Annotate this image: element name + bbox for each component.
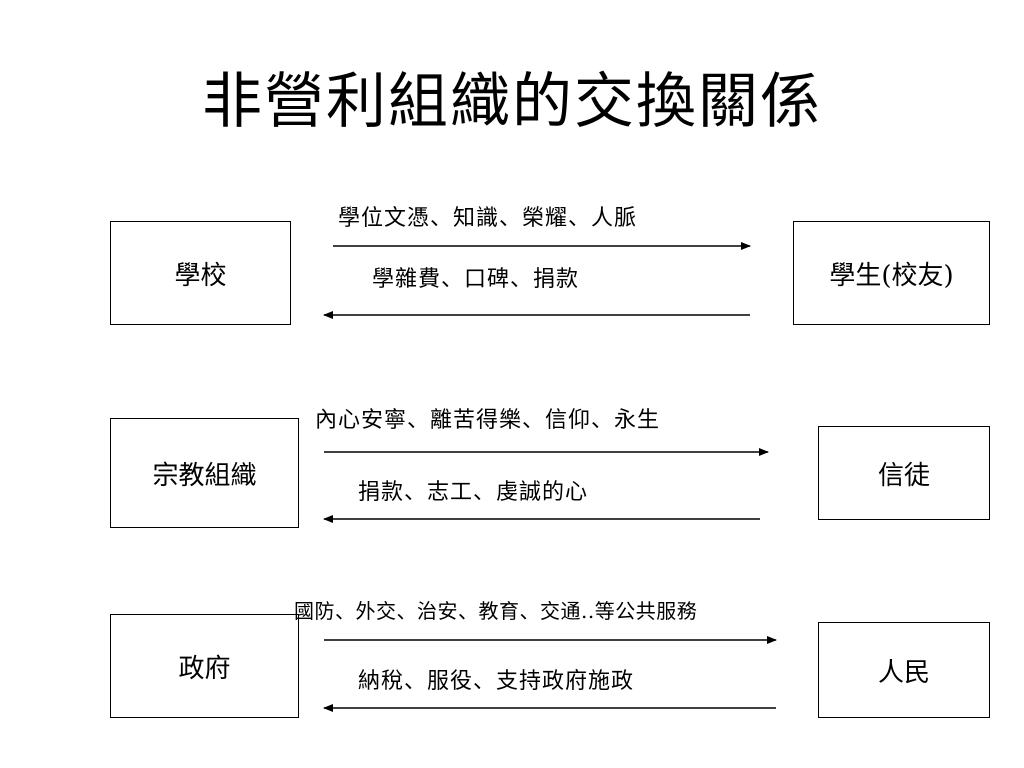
box-believers: 信徒 bbox=[818, 426, 990, 520]
label-school-to-student: 學位文憑、知識、榮耀、人脈 bbox=[338, 206, 638, 231]
box-student-alumni: 學生(校友) bbox=[793, 221, 990, 325]
box-people: 人民 bbox=[818, 622, 990, 718]
label-org-to-believers: 內心安寧、離苦得樂、信仰、永生 bbox=[315, 408, 661, 433]
label-student-to-school: 學雜費、口碑、捐款 bbox=[372, 267, 580, 292]
label-people-to-gov: 納稅、服役、支持政府施政 bbox=[358, 669, 635, 694]
box-government: 政府 bbox=[110, 614, 299, 718]
box-school: 學校 bbox=[110, 221, 291, 325]
box-religious-org: 宗教組織 bbox=[110, 418, 299, 528]
label-believers-to-org: 捐款、志工、虔誠的心 bbox=[358, 480, 589, 505]
page-title: 非營利組織的交換關係 bbox=[202, 67, 822, 137]
label-gov-to-people: 國防、外交、治安、教育、交通..等公共服務 bbox=[294, 599, 698, 623]
